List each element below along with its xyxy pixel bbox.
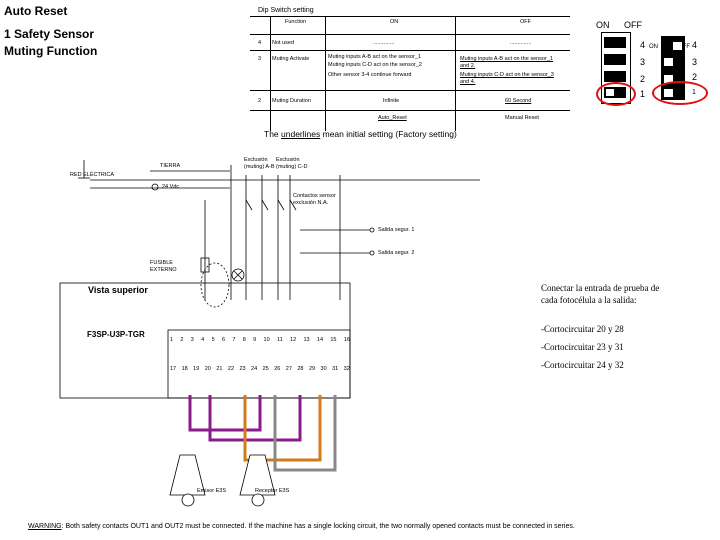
red-electrica-label: RED ELÉCTRICA	[70, 172, 115, 178]
row4-off: ..............	[510, 40, 532, 46]
dip-left-num-3: 3	[640, 57, 646, 67]
dip-right-num-4: 4	[692, 40, 698, 50]
dip-table-title: Dip Switch setting	[258, 7, 314, 14]
dip-left-switch-3	[604, 54, 626, 65]
row1-off: Manual Reset	[505, 115, 539, 121]
row2-function: Muting Duration	[272, 98, 311, 104]
emitter-label: Emisor E3S	[197, 488, 227, 494]
row4-function: Not used	[272, 40, 295, 46]
vista-superior-label: Vista superior	[88, 285, 148, 295]
muting-function-heading: Muting Function	[4, 44, 98, 58]
safety-sensor-heading: 1 Safety Sensor	[4, 27, 95, 41]
row3-function: Muting Activate	[272, 56, 310, 62]
auto-reset-heading: Auto Reset	[4, 4, 68, 18]
dip-inner-on-label: ON	[649, 44, 658, 50]
col-off-header: OFF	[520, 19, 531, 25]
contactos-label: Contactos sensor exclusión N.A.	[293, 193, 336, 206]
row1-on: Auto_Reset	[378, 115, 407, 121]
dip-right-num-2: 2	[692, 72, 698, 82]
exclusion-ab-label: Exclusión (muting) A-B	[244, 157, 275, 170]
row3-off-3: Muting inputs C-D act on the sensor_3	[460, 72, 554, 78]
dip-left-switch-2	[604, 71, 626, 82]
row2-on: Infinite	[383, 98, 400, 104]
exclusion-cd-label: Exclusión (muting) C-D	[276, 157, 308, 170]
salida2-label: Salida segur. 2	[378, 250, 415, 256]
model-label: F3SP-U3P-TGR	[87, 330, 145, 339]
dip-left-switch-4	[604, 37, 626, 48]
note-short-20-28: -Cortocircuitar 20 y 28	[541, 324, 624, 334]
dip-left-num-1: 1	[640, 89, 646, 99]
dip-off-label: OFF	[624, 20, 642, 30]
warning-footer: WARNING: Both safety contacts OUT1 and O…	[28, 523, 575, 530]
dip-left-num-4: 4	[640, 40, 646, 50]
fusible-label: FUSIBLE EXTERNO	[150, 260, 177, 273]
row3-off-1: Muting inputs A-B act on the sensor_1	[460, 56, 553, 62]
v24-label: 24 Vdc	[162, 184, 180, 190]
dip-right-highlight-ring	[652, 81, 708, 105]
initial-setting-note: The underlines mean initial setting (Fac…	[264, 129, 457, 139]
row4-on: ..............	[373, 40, 395, 46]
dip-left-highlight-ring	[596, 82, 636, 106]
dip-on-label: ON	[596, 20, 610, 30]
row3-num: 3	[258, 56, 262, 62]
note-short-23-31: -Cortocircuitar 23 y 31	[541, 342, 624, 352]
dip-left-num-2: 2	[640, 74, 646, 84]
note-short-24-32: -Cortocircuitar 24 y 32	[541, 360, 624, 370]
dip-right-num-3: 3	[692, 57, 698, 67]
row3-off-2: and 2.	[460, 63, 476, 69]
row3-on-2: Muting inputs C-D act on the sensor_2	[328, 62, 422, 68]
row3-on-3: Other sensor 3-4 continue forward	[328, 72, 412, 78]
row2-num: 2	[258, 98, 262, 104]
row3-off-4: and 4.	[460, 79, 476, 85]
salida1-label: Salida segur. 1	[378, 227, 415, 233]
tierra-label: TIERRA	[160, 163, 181, 169]
row3-on-1: Muting inputs A-B act on the sensor_1	[328, 54, 421, 60]
col-function-header: Function	[285, 19, 307, 25]
col-on-header: ON	[390, 19, 399, 25]
note-connect-test-input: Conectar la entrada de prueba de cada fo…	[541, 283, 660, 305]
row2-off: 60 Second	[505, 98, 532, 104]
receiver-label: Receptor E3S	[255, 488, 290, 494]
row4-num: 4	[258, 40, 262, 46]
